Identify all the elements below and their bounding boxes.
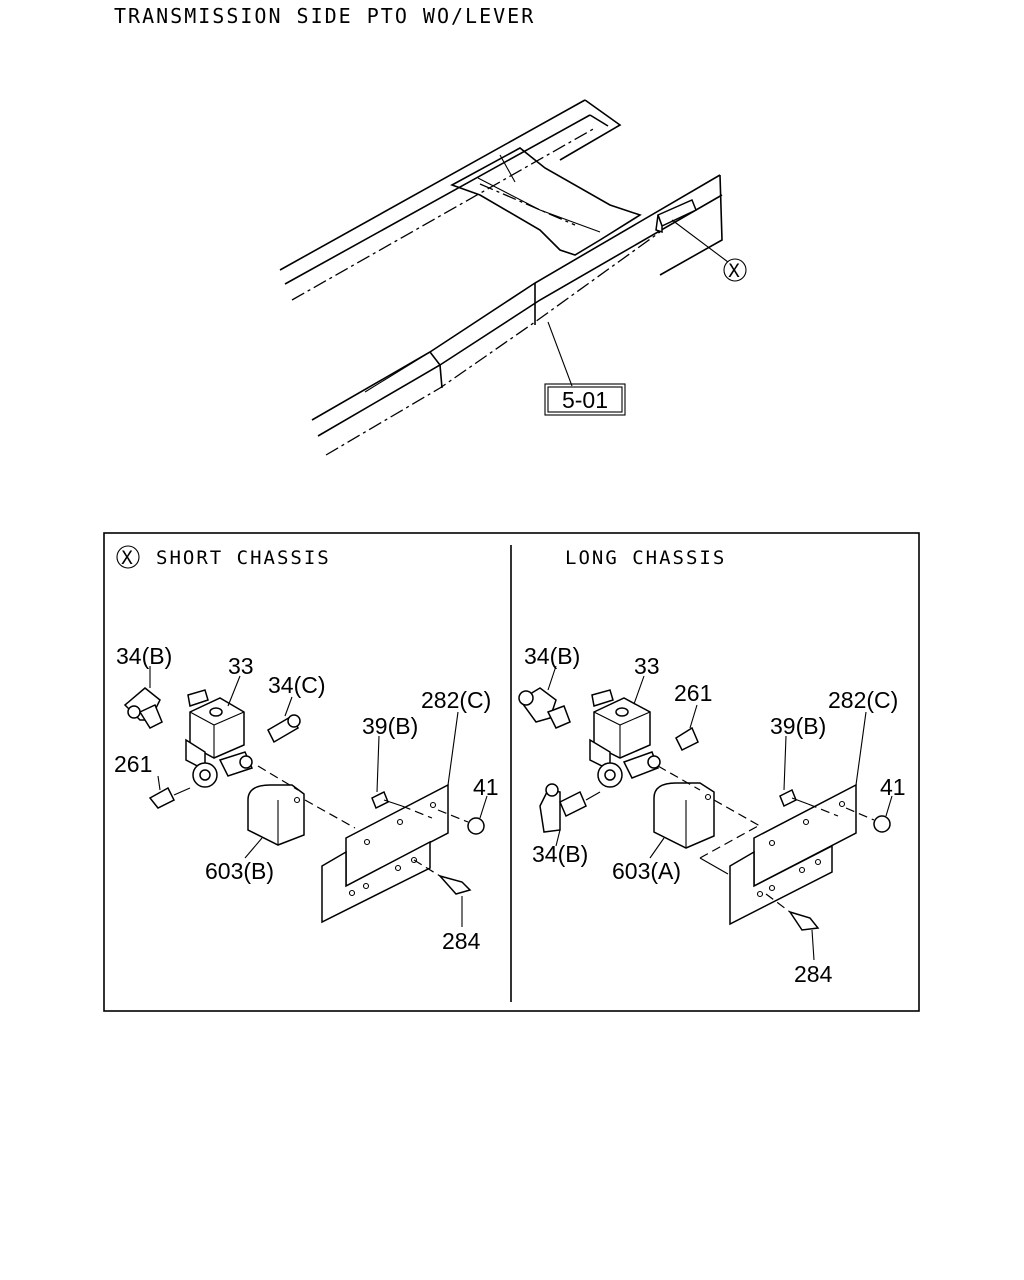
label-34b-bottom: 34(B) — [532, 841, 588, 867]
label-282c: 282(C) — [828, 687, 898, 713]
label-603b: 603(B) — [205, 858, 274, 884]
label-34b: 34(B) — [116, 643, 172, 669]
label-39b: 39(B) — [362, 713, 418, 739]
label-39b: 39(B) — [770, 713, 826, 739]
detail-frame — [103, 532, 920, 1012]
panel-short-chassis: X SHORT CHASSIS — [114, 545, 499, 954]
label-33: 33 — [228, 653, 254, 679]
panel-marker-circle — [116, 545, 140, 569]
page-title: TRANSMISSION SIDE PTO WO/LEVER — [114, 4, 536, 28]
label-261: 261 — [674, 680, 712, 706]
long-chassis-header: LONG CHASSIS — [565, 547, 726, 569]
callout-x: X — [723, 258, 747, 282]
label-34b-top: 34(B) — [524, 643, 580, 669]
chassis-frame-drawing — [279, 99, 729, 456]
label-34c: 34(C) — [268, 672, 326, 698]
short-chassis-header: SHORT CHASSIS — [156, 547, 331, 569]
label-603a: 603(A) — [612, 858, 681, 884]
panel-long-chassis: LONG CHASSIS — [518, 547, 906, 987]
label-284: 284 — [794, 961, 833, 987]
label-261: 261 — [114, 751, 152, 777]
label-33: 33 — [634, 653, 660, 679]
panel-marker-x: X — [121, 547, 134, 569]
ref-box-label: 5-01 — [562, 387, 608, 413]
label-284: 284 — [442, 928, 481, 954]
callout-x-letter: X — [728, 260, 741, 282]
label-282c: 282(C) — [421, 687, 491, 713]
ref-box-5-01[interactable]: 5-01 — [544, 383, 626, 416]
label-41: 41 — [880, 774, 906, 800]
label-41: 41 — [473, 774, 499, 800]
